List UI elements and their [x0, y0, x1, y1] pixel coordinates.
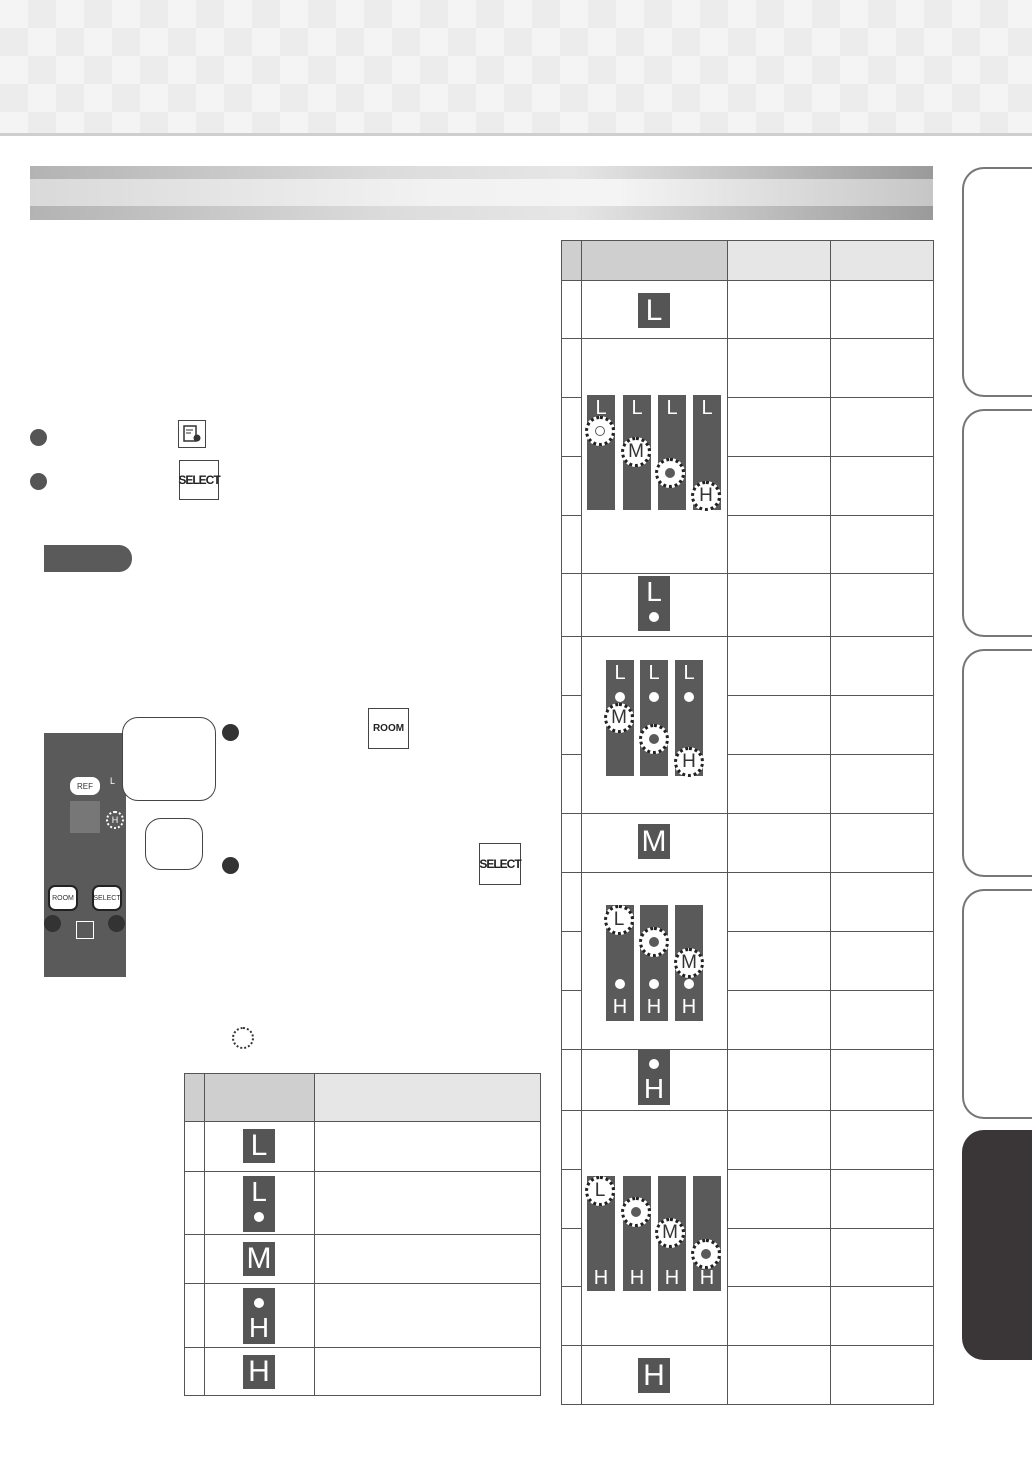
rt-ring-11: L [585, 1176, 615, 1206]
header-band [0, 0, 1032, 136]
step-bullet-1 [30, 429, 47, 446]
rt-ring-6 [639, 724, 669, 754]
rt-level-h: H [638, 1358, 670, 1393]
control-panel-illustration: REF L H ROOM SELECT [44, 733, 126, 977]
rt-bar-1: L [587, 395, 615, 510]
rt-ring-3 [655, 458, 685, 488]
level-h: H [243, 1355, 275, 1389]
level-dot-h: H [243, 1288, 275, 1344]
panel-h-indicator: H [106, 811, 124, 829]
side-tab-2[interactable] [962, 409, 1032, 637]
rt-bar-3: L [658, 395, 686, 510]
rt-ring-5: M [604, 703, 634, 733]
rt-ring-8: L [604, 905, 634, 935]
panel-ref-indicator: REF [70, 777, 100, 795]
dotted-circle-icon [232, 1027, 254, 1049]
level-m: M [243, 1242, 275, 1276]
rt-level-m: M [638, 824, 670, 859]
room-button[interactable]: ROOM [368, 708, 409, 749]
select-button[interactable]: SELECT [178, 460, 221, 500]
rt-ring-12 [621, 1197, 651, 1227]
rt-ring-7: H [674, 747, 704, 777]
rt-bar-14: H [693, 1176, 721, 1291]
rt-bar-6: L [640, 660, 668, 776]
rt-ring-10: M [674, 948, 704, 978]
level-l-dot: L [243, 1176, 275, 1232]
rt-bar-12: H [623, 1176, 651, 1291]
rt-ring-13: M [655, 1218, 685, 1248]
settings-icon[interactable] [178, 420, 206, 448]
level-table: L L M H H [184, 1073, 541, 1396]
panel-room-button[interactable]: ROOM [48, 885, 78, 911]
rt-level-l-dot: L [638, 576, 670, 631]
rt-ring-1 [585, 416, 615, 446]
rt-ring-14 [691, 1239, 721, 1269]
panel-marker-1 [44, 915, 61, 932]
note-label-pill [44, 545, 132, 572]
side-tab-4[interactable] [962, 889, 1032, 1119]
side-tab-3[interactable] [962, 649, 1032, 877]
rt-level-l: L [638, 293, 670, 328]
select-button-2[interactable]: SELECT [479, 843, 522, 885]
rt-ring-2: M [621, 437, 651, 467]
section-title-bar [30, 166, 933, 220]
step-bullet-2 [30, 473, 47, 490]
panel-settings-icon [76, 921, 94, 939]
mode-table [561, 240, 934, 1405]
rt-bar-9: H [640, 905, 668, 1021]
rt-ring-9 [639, 927, 669, 957]
panel-marker-2 [108, 915, 125, 932]
panel-select-button[interactable]: SELECT [92, 885, 122, 911]
callout-bubble-1 [122, 717, 216, 801]
step-bullet-3 [222, 724, 239, 741]
callout-bubble-2 [145, 818, 203, 870]
step-bullet-4 [222, 857, 239, 874]
level-l: L [243, 1129, 275, 1163]
side-tab-1[interactable] [962, 167, 1032, 397]
rt-ring-4: H [691, 481, 721, 511]
side-tab-active[interactable] [962, 1130, 1032, 1360]
panel-l-label: L [110, 776, 116, 786]
panel-mode-list [70, 801, 100, 833]
rt-level-dot-h: H [638, 1049, 670, 1105]
